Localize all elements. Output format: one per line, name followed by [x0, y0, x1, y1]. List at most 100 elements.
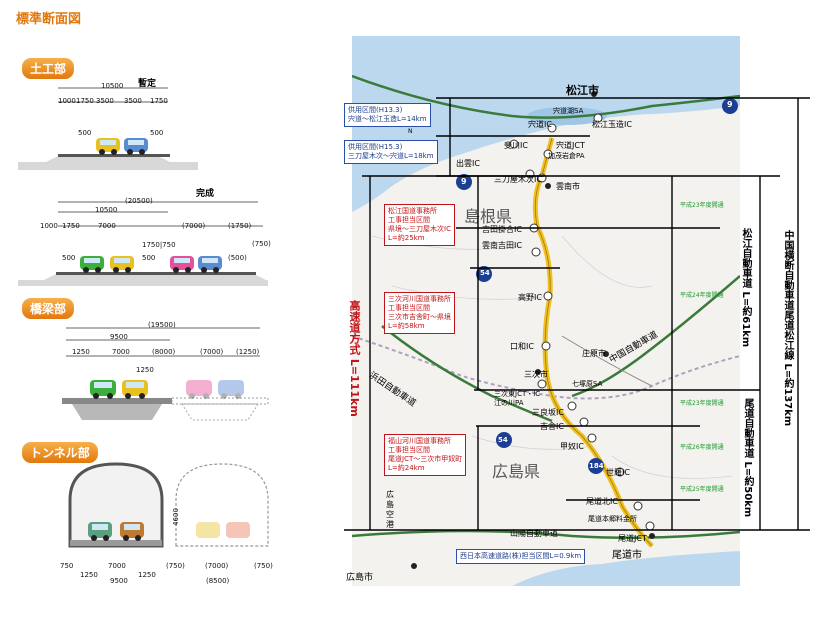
- dim-label: 7000: [108, 562, 126, 570]
- route-54-icon: 54: [498, 436, 508, 444]
- car-pink-faded-icon: [186, 380, 212, 399]
- dim-label: 1750: [76, 97, 94, 105]
- place-label: 尾道市: [612, 550, 642, 561]
- dim-label: 7000: [112, 348, 130, 356]
- dim-label: 1750: [150, 97, 168, 105]
- dim-label: (8500): [206, 577, 230, 585]
- place-label: 高野IC: [518, 293, 542, 302]
- place-label: 庄原市: [582, 349, 606, 358]
- box-nexco: 西日本高速道路(株)担当区間L=0.9km: [456, 549, 586, 564]
- dim-label: 500: [150, 129, 164, 137]
- route-54-icon: 54: [480, 269, 490, 277]
- place-label: 三良坂IC: [532, 408, 564, 417]
- road-label: 山陽自動車道: [510, 529, 558, 538]
- open-note: 平成24年度開通: [680, 292, 724, 299]
- bridge-diagram: [62, 327, 269, 421]
- dim-label: 4600: [171, 508, 180, 526]
- stage-complete: 完成: [196, 189, 215, 199]
- open-note: 平成23年度開通: [680, 400, 724, 407]
- dim-label: 1250: [80, 571, 98, 579]
- place-label: 三刀屋木次IC: [494, 175, 542, 184]
- dim-label: 500: [142, 254, 156, 262]
- north-arrow-icon: N: [408, 128, 413, 135]
- route-184-icon: 184: [589, 462, 604, 470]
- place-label: 尾道北IC: [586, 497, 618, 506]
- dim-label: 1250: [72, 348, 90, 356]
- car-orange-icon: [120, 522, 144, 541]
- place-label: 雲南市: [556, 182, 580, 191]
- dim-label: 500: [62, 254, 76, 262]
- car-blue-icon: [198, 256, 222, 273]
- tunnel-diagram: [68, 462, 269, 548]
- dim-label: 10500: [101, 82, 124, 90]
- place-label: 宍道湖SA: [553, 107, 584, 115]
- place-label: 斐川IC: [504, 141, 528, 150]
- dim-label: 750: [60, 562, 74, 570]
- dim-label: (7000): [200, 348, 224, 356]
- place-label: 加茂岩倉PA: [548, 152, 585, 160]
- dim-label: 1250: [138, 571, 156, 579]
- label-onomichi-expwy: 尾道自動車道 L=約50km: [742, 398, 753, 518]
- dim-label: 3500: [124, 97, 142, 105]
- dim-label: (8000): [152, 348, 176, 356]
- dim-label: 1750: [62, 222, 80, 230]
- dim-label: (1250): [236, 348, 260, 356]
- open-note: 平成26年度開通: [680, 444, 724, 451]
- route-9-icon: 9: [727, 100, 733, 109]
- prefecture-label: 島根県: [464, 207, 513, 226]
- car-yellow-icon: [110, 256, 134, 273]
- car-green-icon: [80, 256, 104, 273]
- earthwork-complete-diagram: [18, 201, 268, 286]
- dim-label: 1250: [136, 366, 154, 374]
- section-tunnel: トンネル部: [22, 442, 98, 463]
- dim-label: 7000: [98, 222, 116, 230]
- car-green-icon: [90, 380, 116, 399]
- dim-label: 10500: [95, 206, 118, 214]
- place-label: 口和IC: [510, 342, 534, 351]
- place-label: 三次市: [524, 370, 548, 379]
- car-green-icon: [88, 522, 112, 541]
- place-label: 甲奴IC: [560, 442, 584, 451]
- box-kyoyo-2: 供用区間(H15.3)三刀屋木次～宍道L=18km: [344, 140, 438, 164]
- car-faded-icon: [196, 522, 250, 538]
- dim-label: (20500): [125, 197, 153, 205]
- car-yellow-icon: [96, 138, 120, 155]
- dim-label: 1750|750: [142, 241, 176, 249]
- earthwork-provisional-diagram: [18, 87, 198, 170]
- dim-label: (750): [252, 240, 271, 248]
- car-pink-icon: [170, 256, 194, 273]
- route-9-icon: 9: [461, 177, 467, 186]
- dim-label: 9500: [110, 577, 128, 585]
- place-label: 宍道JCT: [556, 141, 585, 150]
- place-label: 尾道JCT: [618, 534, 647, 543]
- dim-label: 9500: [110, 333, 128, 341]
- dim-label: 1000: [40, 222, 58, 230]
- place-label: 広島空港: [386, 490, 394, 529]
- dim-label: (7000): [205, 562, 229, 570]
- label-matsue-expwy: 松江自動車道 L=約61km: [740, 228, 751, 348]
- prefecture-label: 広島県: [492, 462, 541, 481]
- dim-label: 3500: [96, 97, 114, 105]
- place-label: 広島市: [346, 573, 374, 583]
- place-label: 世羅IC: [606, 468, 630, 477]
- dim-label: (750): [166, 562, 185, 570]
- place-label: 七塚原SA: [572, 380, 603, 388]
- place-label: 尾道本郷料金所: [588, 515, 637, 523]
- place-label: 吉田掛合IC: [482, 225, 522, 234]
- car-blue-icon: [124, 138, 148, 155]
- section-earthwork: 土工部: [22, 58, 75, 79]
- car-yellow-icon: [122, 380, 148, 399]
- box-kyoyo-1: 供用区間(H13.3)宍道～松江玉造L=14km: [344, 103, 431, 127]
- dim-label: 500: [78, 129, 92, 137]
- dim-label: (19500): [148, 321, 176, 329]
- label-total-route: 中国横断自動車道尾道松江線 L=約137km: [782, 230, 793, 427]
- open-note: 平成25年度開通: [680, 486, 724, 493]
- page-title: 標準断面図: [16, 12, 82, 27]
- dim-label: (750): [254, 562, 273, 570]
- dim-label: (1750): [228, 222, 252, 230]
- place-label: 雲南吉田IC: [482, 241, 522, 250]
- dim-label: (7000): [182, 222, 206, 230]
- car-blue-faded-icon: [218, 380, 244, 399]
